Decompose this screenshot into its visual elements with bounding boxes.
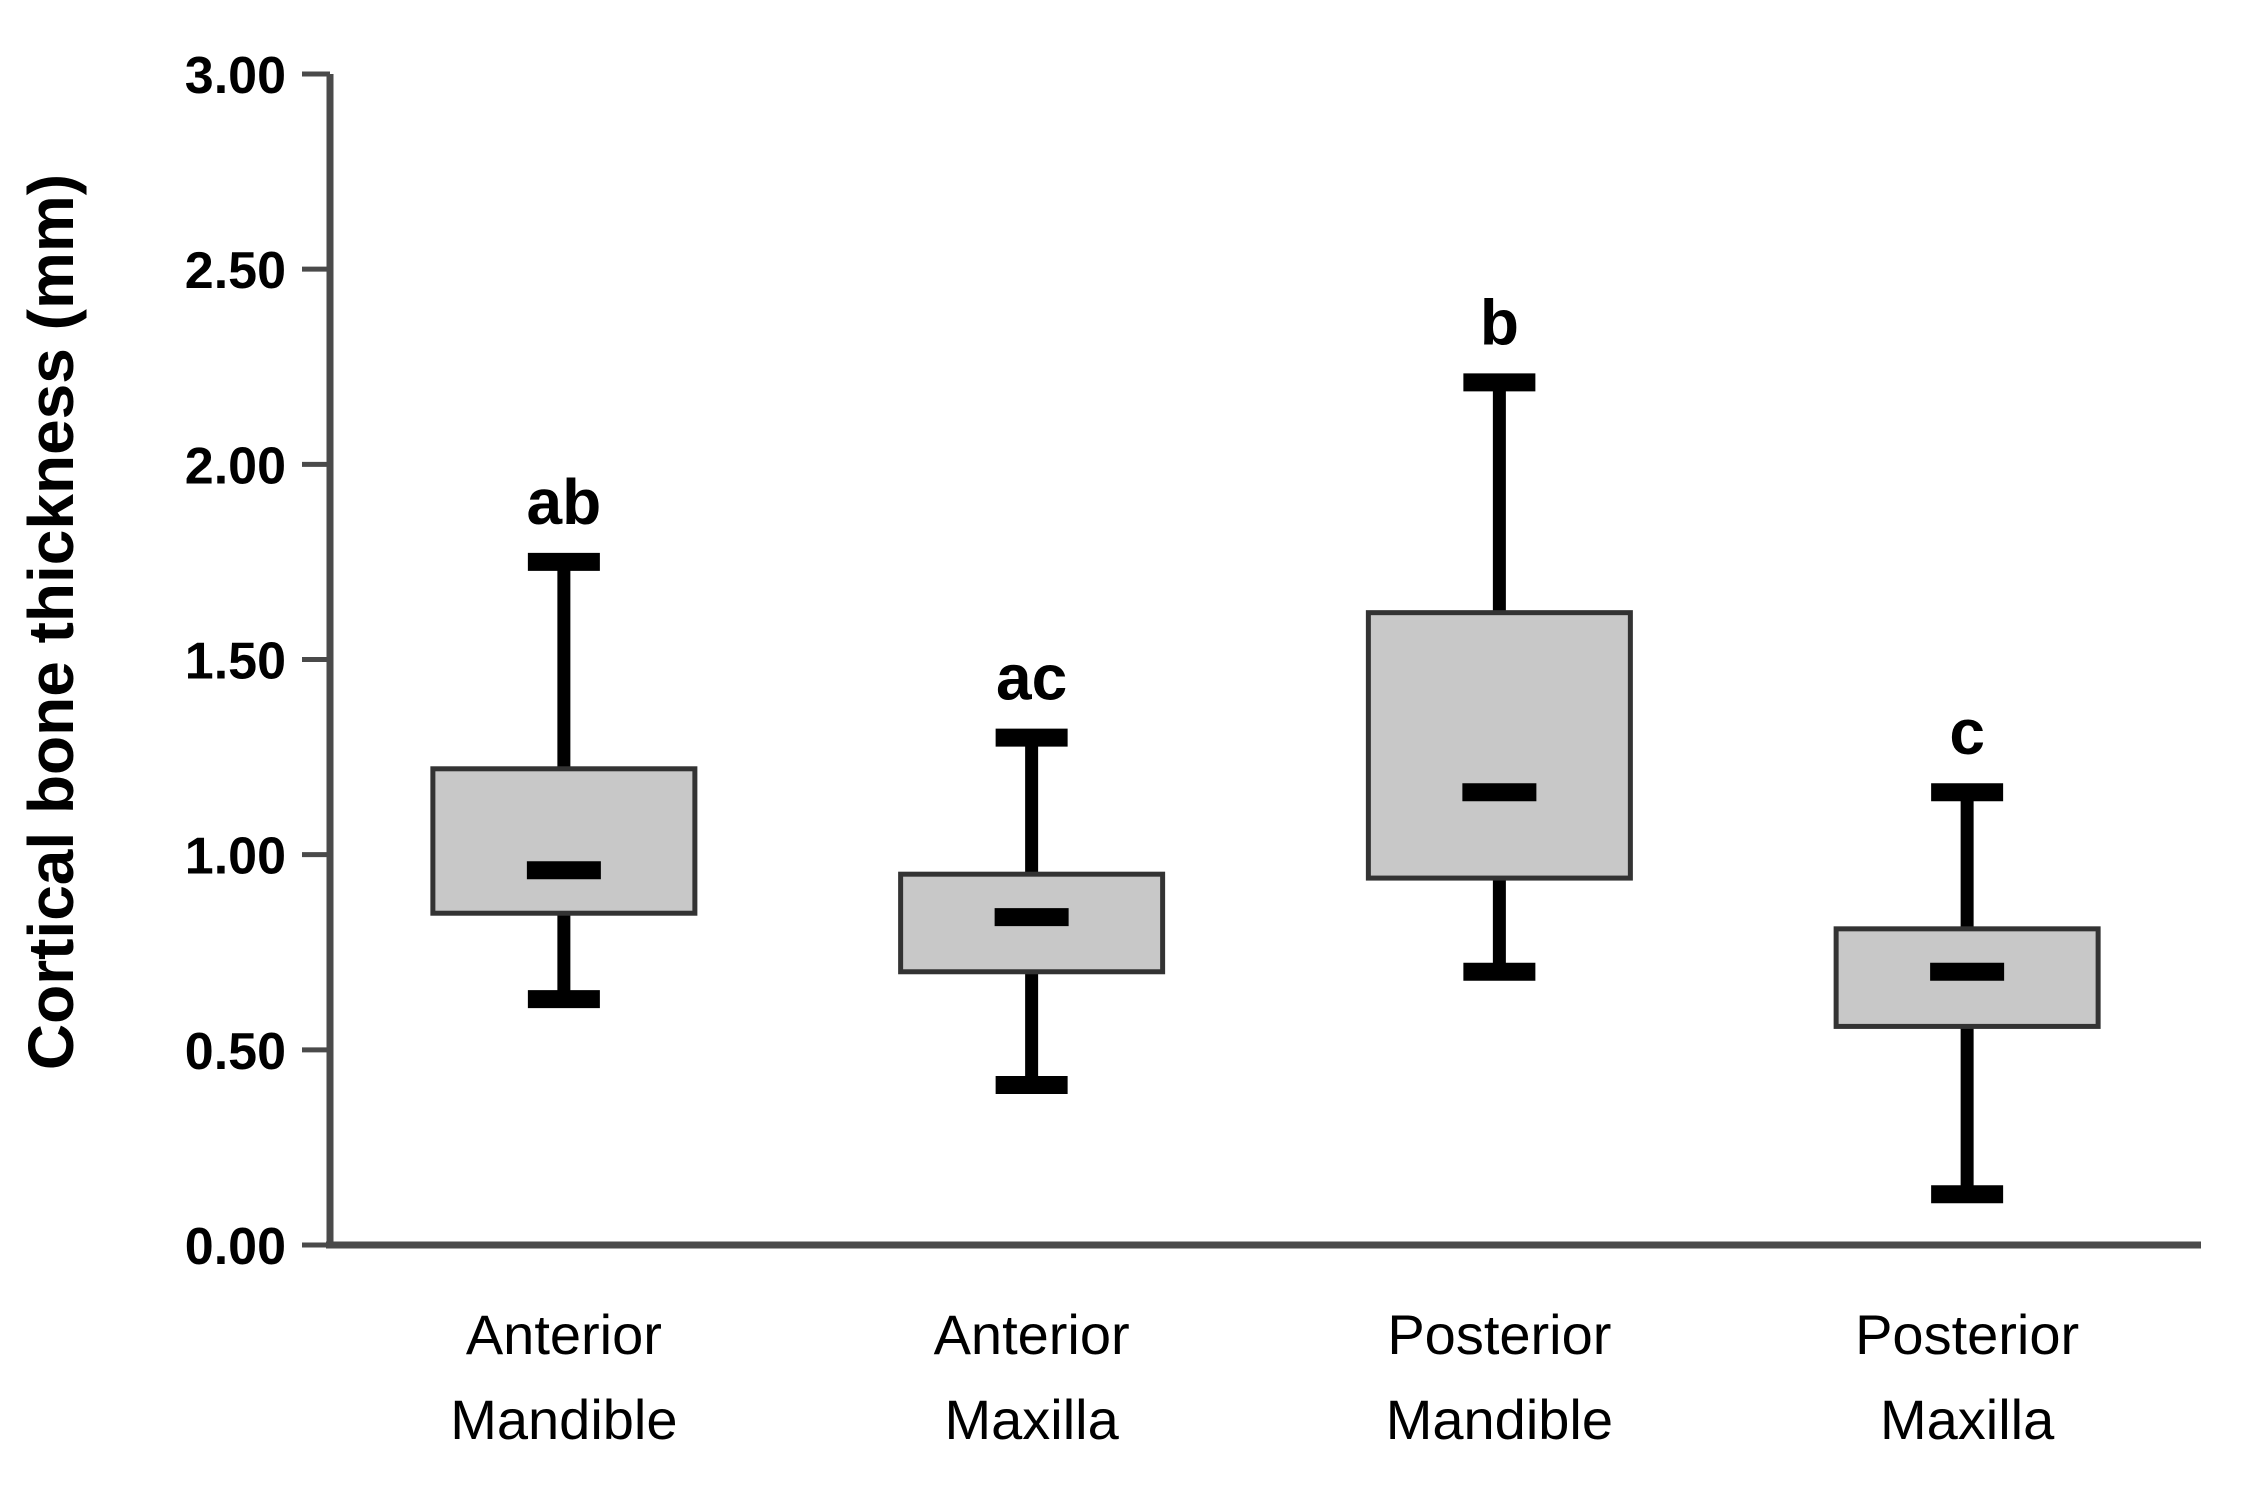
- y-tick-label: 1.50: [185, 633, 286, 691]
- x-category-label: Maxilla: [944, 1388, 1119, 1451]
- y-tick-label: 1.00: [185, 828, 286, 886]
- significance-letter: b: [1480, 286, 1519, 358]
- iqr-box: [430, 766, 698, 916]
- y-tick-label: 3.00: [185, 47, 286, 105]
- x-category-label: Mandible: [1386, 1388, 1613, 1451]
- significance-letter: c: [1949, 696, 1985, 768]
- significance-letter: ab: [527, 466, 602, 538]
- y-tick-label: 0.50: [185, 1023, 286, 1081]
- x-category-label: Anterior: [466, 1303, 662, 1366]
- x-category-label: Mandible: [450, 1388, 677, 1451]
- y-tick-label: 0.00: [185, 1218, 286, 1276]
- iqr-box: [1365, 610, 1633, 881]
- y-axis-ticks: 0.00 0.50 1.00 1.50 2.00 2.50 3.00: [185, 47, 330, 1276]
- y-tick-label: 2.50: [185, 242, 286, 300]
- y-tick-label: 2.00: [185, 437, 286, 495]
- y-axis-title: Cortical bone thickness (mm): [15, 174, 87, 1070]
- x-category-label: Posterior: [1387, 1303, 1611, 1366]
- significance-letter: ac: [996, 642, 1067, 714]
- x-category-label: Posterior: [1855, 1303, 2079, 1366]
- x-category-label: Anterior: [934, 1303, 1130, 1366]
- x-category-label: Maxilla: [1880, 1388, 2055, 1451]
